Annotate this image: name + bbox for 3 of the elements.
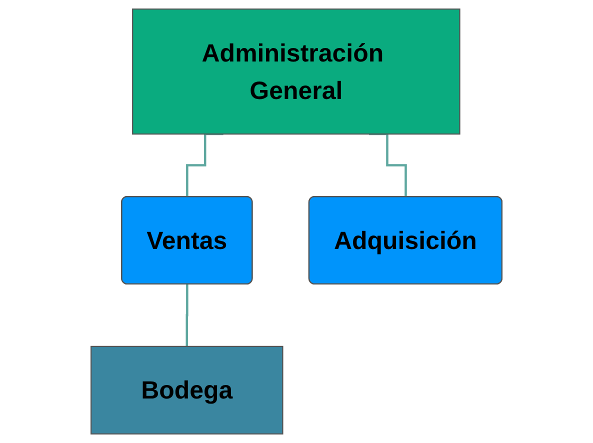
node-box: Administración General	[132, 8, 460, 135]
node-box: Bodega	[90, 346, 284, 434]
connector	[186, 283, 189, 348]
